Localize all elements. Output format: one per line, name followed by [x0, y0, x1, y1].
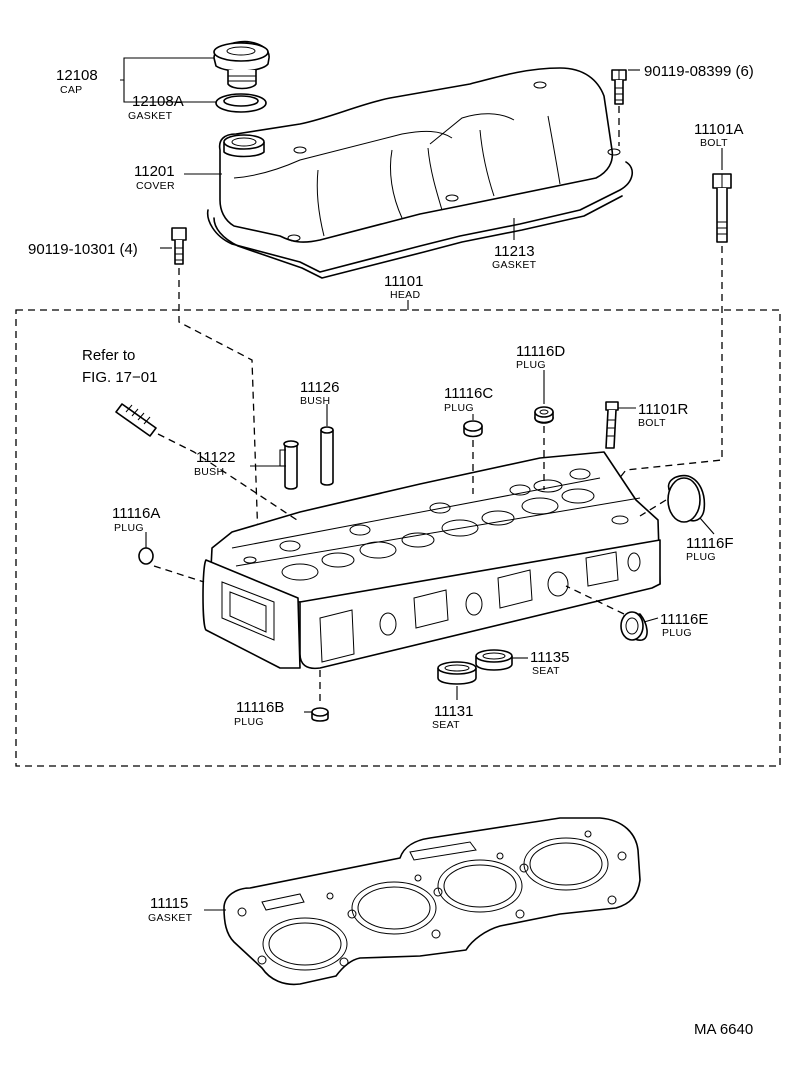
leader-lines [120, 57, 723, 911]
label-plug-b-number: 11116B [236, 699, 284, 716]
plug-11116f [639, 474, 706, 523]
label-plug-c-name: PLUG [444, 402, 474, 414]
label-cover-name: COVER [136, 180, 175, 192]
label-cap-gasket-number: 12108A [132, 93, 184, 110]
label-cap-name: CAP [60, 84, 83, 96]
label-head-number: 11101 [384, 273, 424, 290]
head-cover [206, 67, 633, 279]
label-cover-gasket-number: 11213 [494, 243, 535, 260]
stud-ref-17-01 [115, 403, 301, 523]
label-cap-number: 12108 [56, 67, 98, 84]
cylinder-head [202, 451, 661, 670]
label-plug-d-name: PLUG [516, 359, 546, 371]
bolt-11101r [605, 401, 619, 449]
label-plug-f-number: 11116F [686, 535, 734, 552]
plug-11116b [311, 670, 329, 722]
label-cover-gasket-name: GASKET [492, 259, 537, 271]
label-head-bolt-name: BOLT [700, 137, 728, 149]
label-seat-11135-number: 11135 [530, 649, 570, 666]
label-bush-11126-name: BUSH [300, 395, 330, 407]
label-plug-a-number: 11116A [112, 505, 160, 522]
plug-11116a [138, 547, 205, 583]
cover-bolt [611, 69, 627, 146]
seat-11135 [475, 649, 513, 671]
labels: 12108 CAP 12108A GASKET 11201 COVER 9011… [28, 63, 754, 1038]
label-plug-e-number: 11116E [660, 611, 708, 628]
label-head-gasket-name: GASKET [148, 912, 193, 924]
label-seat-11131-number: 11131 [434, 703, 474, 720]
figure-code: MA 6640 [694, 1021, 753, 1038]
plug-11116d [534, 406, 554, 490]
label-cover-number: 11201 [134, 163, 175, 180]
label-plug-a-name: PLUG [114, 522, 144, 534]
label-head-gasket-number: 11115 [150, 895, 188, 912]
seat-11131 [437, 661, 477, 685]
stud-bolt [171, 227, 259, 541]
label-bolt-r-name: BOLT [638, 417, 666, 429]
label-seat-11135-name: SEAT [532, 665, 560, 677]
label-plug-c-number: 11116C [444, 385, 493, 402]
bush-11122 [283, 440, 299, 490]
label-cap-gasket-name: GASKET [128, 110, 173, 122]
label-plug-f-name: PLUG [686, 551, 716, 563]
label-plug-d-number: 11116D [516, 343, 565, 360]
head-bolt [617, 173, 732, 481]
label-bush-11126-number: 11126 [300, 379, 340, 396]
label-seat-11131-name: SEAT [432, 719, 460, 731]
label-stud-bolt-number: 90119-10301 (4) [28, 241, 138, 258]
head-assembly-boundary [15, 309, 781, 767]
plug-11116c [463, 420, 483, 494]
label-head-bolt-number: 11101A [694, 121, 744, 138]
label-plug-e-name: PLUG [662, 627, 692, 639]
label-bolt-r-number: 11101R [638, 401, 688, 418]
label-reference-line1: Refer to [82, 347, 135, 364]
bush-11126 [320, 426, 334, 486]
label-plug-b-name: PLUG [234, 716, 264, 728]
cap-gasket [215, 93, 267, 113]
label-head-name: HEAD [390, 289, 420, 301]
oil-filler-cap [213, 40, 270, 90]
label-cover-bolt-number: 90119-08399 (6) [644, 63, 754, 80]
label-bush-11122-name: BUSH [194, 466, 224, 478]
head-gasket [223, 817, 641, 986]
plug-11116e [565, 585, 648, 641]
label-reference-line2: FIG. 17−01 [82, 369, 157, 386]
label-bush-11122-number: 11122 [196, 449, 236, 466]
